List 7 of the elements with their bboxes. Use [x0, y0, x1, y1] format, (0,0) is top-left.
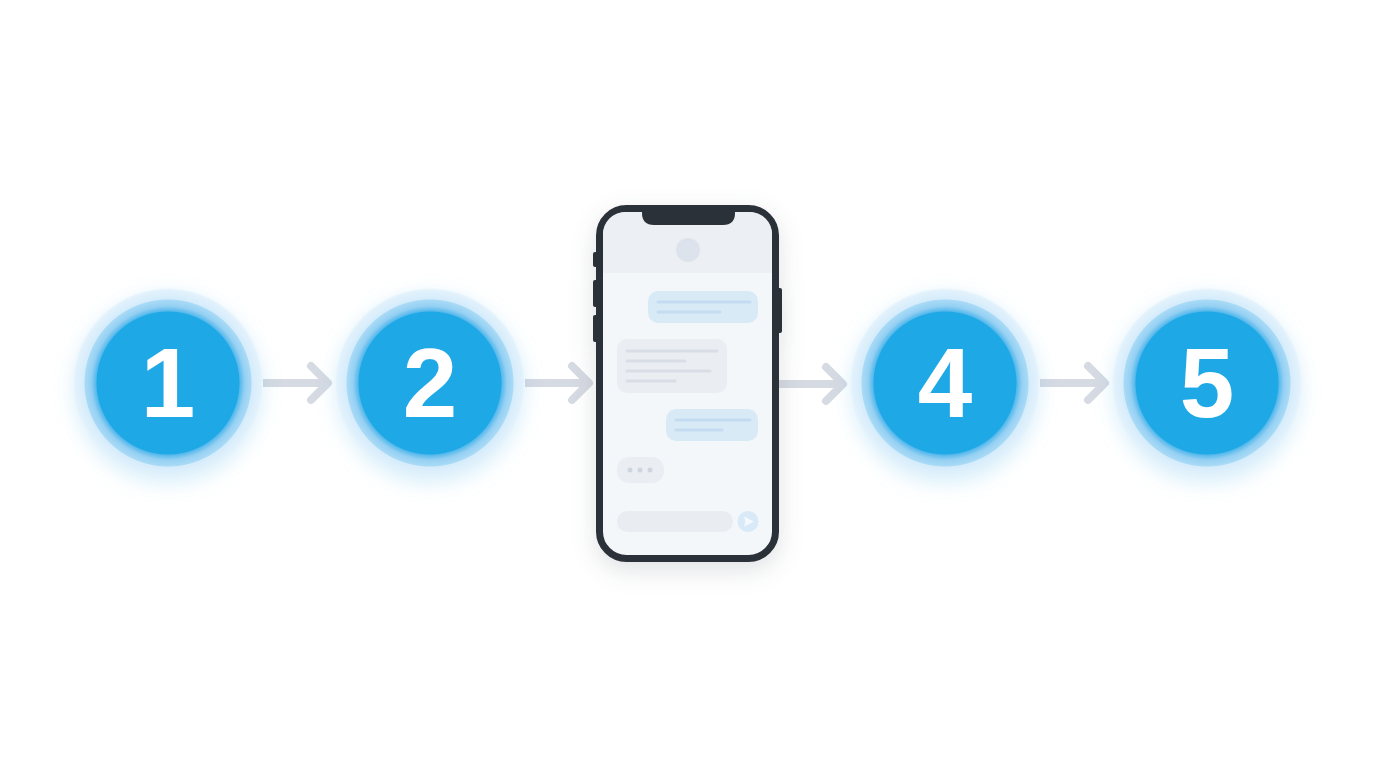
step-number: 4: [917, 334, 973, 432]
step-number: 5: [1179, 334, 1235, 432]
step-number: 1: [140, 334, 196, 432]
arrow: [1040, 362, 1109, 404]
step-number: 2: [402, 334, 458, 432]
arrow: [525, 362, 593, 404]
arrow: [263, 362, 332, 404]
